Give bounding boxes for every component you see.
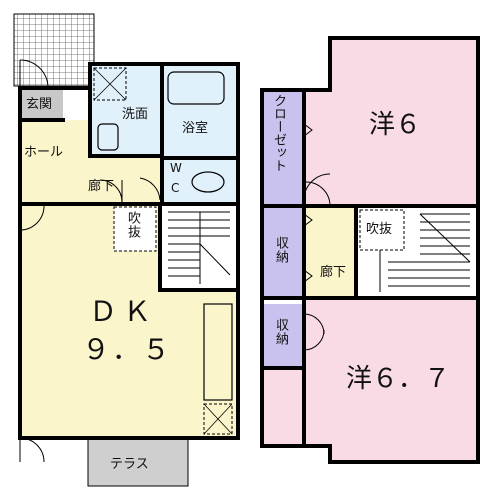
- wc-w-label: W: [170, 161, 182, 175]
- storage-1-label: 収納: [273, 236, 288, 264]
- void-box-f1: [113, 206, 157, 252]
- genkan-label: 玄関: [26, 97, 53, 112]
- room-6-label: 洋６: [368, 110, 421, 140]
- void-box-f2: [359, 209, 405, 251]
- stair-cutout: [160, 206, 238, 290]
- storage-1-area: [262, 208, 304, 296]
- bathroom-area: [162, 64, 236, 156]
- wash-basin: [97, 123, 119, 151]
- washroom-area: [90, 64, 162, 156]
- void-label-f2: 吹抜: [366, 222, 393, 237]
- corridor-label-f2: 廊下: [320, 265, 347, 280]
- washroom-label: 洗面: [122, 107, 149, 122]
- toilet: [191, 171, 225, 193]
- fridge-space: [203, 403, 233, 435]
- terrace-label: テラス: [110, 457, 149, 472]
- floor-1-plan: [13, 13, 240, 487]
- room-6-7-area: [262, 298, 478, 462]
- hall-label: ホール: [24, 145, 64, 160]
- room-6-area: [304, 38, 478, 206]
- bathroom-label: 浴室: [182, 121, 209, 136]
- dk-label: ＤＫ: [88, 295, 157, 328]
- corridor-label-f1: 廊下: [88, 179, 115, 194]
- storage-2-area: [262, 304, 304, 368]
- washer-space: [93, 67, 127, 101]
- room-6-7-label: 洋６．７: [345, 364, 450, 394]
- closet-area: [262, 90, 304, 204]
- void-label-f1: 吹抜: [125, 211, 140, 239]
- closet-label: クローゼット: [271, 94, 286, 172]
- balcony-grid: [13, 13, 95, 87]
- wc-c-label: C: [171, 181, 180, 195]
- kitchen-counter: [203, 303, 233, 401]
- bathtub: [167, 71, 225, 105]
- floor-2-plan: [260, 36, 480, 464]
- genkan-area: [20, 88, 63, 120]
- dk-size-label: ９．５: [81, 333, 172, 366]
- storage-2-label: 収納: [273, 318, 288, 346]
- corridor-f2-area: [304, 206, 356, 298]
